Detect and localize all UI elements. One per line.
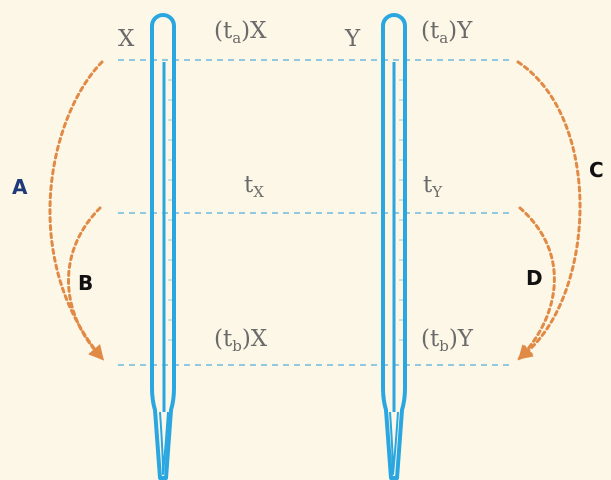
arrow-c	[516, 60, 582, 360]
arrow-a	[48, 60, 104, 361]
thermometer-x	[150, 13, 176, 480]
arrow-d-label: D	[526, 266, 543, 290]
arrow-a-label: A	[12, 175, 28, 199]
y-top-temperature-label: (ta)Y	[421, 18, 473, 47]
arrow-c-label: C	[589, 158, 604, 182]
x-middle-temperature-label: tX	[244, 172, 264, 201]
thermometer-y	[381, 13, 407, 480]
x-top-temperature-label: (ta)X	[214, 18, 267, 47]
y-middle-temperature-label: tY	[423, 172, 443, 201]
thermometer-y-name: Y	[345, 26, 361, 52]
arrow-d	[518, 206, 556, 361]
x-bottom-temperature-label: (tb)X	[214, 326, 268, 355]
y-bottom-temperature-label: (tb)Y	[421, 326, 473, 355]
arrow-b	[67, 206, 105, 361]
arrow-b-label: B	[78, 271, 94, 295]
thermometer-x-name: X	[118, 26, 135, 52]
